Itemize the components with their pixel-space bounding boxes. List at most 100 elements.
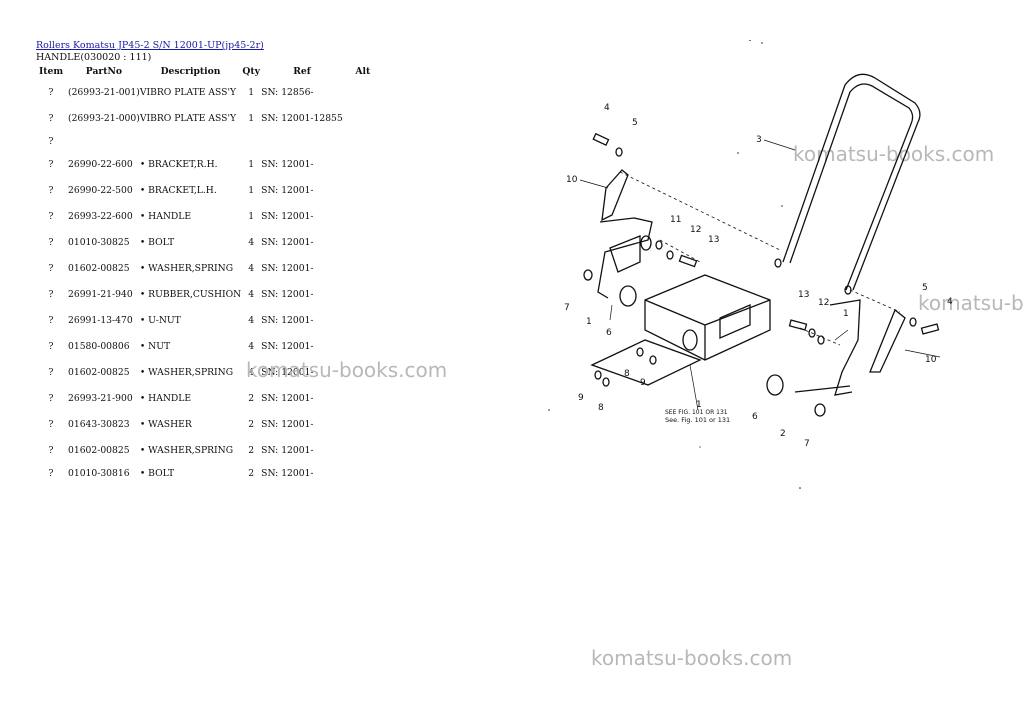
cell-ref: SN: 12001- bbox=[261, 444, 314, 456]
assembly-line bbox=[659, 239, 701, 263]
cell-description: • WASHER,SPRING bbox=[139, 444, 234, 456]
cell-alt bbox=[343, 255, 383, 281]
cell-item: ? bbox=[48, 86, 54, 98]
callout-9: 9 bbox=[640, 378, 646, 388]
cell-partno: 01010-30825 bbox=[68, 236, 130, 248]
callout-13: 13 bbox=[708, 235, 719, 245]
bolt-4-right bbox=[920, 323, 940, 335]
cell-description: • BRACKET,L.H. bbox=[139, 184, 217, 196]
header-item: Item bbox=[38, 66, 64, 77]
cell-alt bbox=[343, 203, 383, 229]
nut-9-left bbox=[594, 370, 602, 380]
cell-item: ? bbox=[48, 236, 54, 248]
cell-partno: 01643-30823 bbox=[68, 418, 130, 430]
header-ref: Ref bbox=[293, 66, 311, 77]
callout-8: 8 bbox=[624, 369, 630, 379]
cell-item: ? bbox=[48, 135, 54, 147]
cell-partno: 01602-00825 bbox=[68, 366, 130, 378]
cell-item: ? bbox=[48, 288, 54, 300]
cell-ref: SN: 12001- bbox=[261, 366, 314, 378]
washer-12-right bbox=[808, 328, 816, 338]
cell-qty: 2 bbox=[248, 418, 255, 430]
cell-partno: 01602-00825 bbox=[68, 444, 130, 456]
cell-ref: SN: 12001- bbox=[261, 467, 314, 479]
cell-description: • BOLT bbox=[139, 467, 175, 479]
washer-8-left bbox=[602, 377, 610, 387]
breadcrumb: Rollers Komatsu JP45-2 S/N 12001-UP(jp45… bbox=[36, 40, 264, 51]
cell-ref: SN: 12001- bbox=[261, 158, 314, 170]
callout-5-right: 5 bbox=[922, 283, 928, 293]
callout-1: 1 bbox=[586, 317, 592, 327]
rubber-cushion-right bbox=[766, 374, 784, 396]
u-nut-left bbox=[583, 269, 593, 281]
cell-item: ? bbox=[48, 158, 54, 170]
page-subtitle: HANDLE(030020 : 111) bbox=[36, 52, 152, 63]
washer-11 bbox=[655, 240, 663, 250]
cell-description: • U-NUT bbox=[139, 314, 181, 326]
watermark: komatsu-books.com bbox=[793, 142, 995, 166]
cell-item: ? bbox=[48, 418, 54, 430]
cell-qty: 4 bbox=[248, 236, 255, 248]
cell-ref: SN: 12001- bbox=[261, 288, 314, 300]
callout-5: 5 bbox=[632, 118, 638, 128]
breadcrumb-link[interactable]: Rollers Komatsu JP45-2 S/N 12001-UP(jp45… bbox=[36, 40, 264, 51]
watermark: komatsu-books.com bbox=[246, 358, 448, 382]
callout-1-bottom: 1 bbox=[696, 400, 702, 410]
cell-description: • WASHER,SPRING bbox=[139, 262, 234, 274]
callout-12-right: 12 bbox=[818, 298, 829, 308]
callout-9-left: 9 bbox=[578, 393, 584, 403]
cell-partno: 26990-22-600 bbox=[68, 158, 133, 170]
cell-qty: 1 bbox=[248, 86, 255, 98]
rubber-cushion-center bbox=[682, 329, 698, 351]
handle-tube-inner bbox=[789, 83, 914, 291]
cell-ref: SN: 12001-12855 bbox=[261, 112, 343, 124]
washer-spring-right bbox=[817, 335, 825, 345]
bracket-10-left bbox=[601, 169, 629, 222]
callout-12: 12 bbox=[690, 225, 701, 235]
cell-item: ? bbox=[48, 340, 54, 352]
callout-1-right: 1 bbox=[843, 309, 849, 319]
cell-alt bbox=[343, 151, 383, 177]
cell-ref: SN: 12856- bbox=[261, 86, 314, 98]
handle-tube bbox=[782, 73, 921, 291]
cell-qty: 4 bbox=[248, 366, 255, 378]
callout-6-bottom: 6 bbox=[752, 412, 758, 422]
cell-partno: 26991-13-470 bbox=[68, 314, 133, 326]
callout-8-left: 8 bbox=[598, 403, 604, 413]
cell-item: ? bbox=[48, 210, 54, 222]
cell-item: ? bbox=[48, 467, 54, 479]
cell-ref: SN: 12001- bbox=[261, 392, 314, 404]
assembly-line bbox=[619, 171, 781, 251]
cell-description: • HANDLE bbox=[139, 392, 192, 404]
cell-qty: 2 bbox=[248, 467, 255, 479]
washer-8 bbox=[649, 355, 657, 365]
cell-partno: 01580-00806 bbox=[68, 340, 130, 352]
washer-12 bbox=[666, 250, 674, 260]
cell-partno: 01010-30816 bbox=[68, 467, 130, 479]
bolt-13-left bbox=[678, 254, 698, 268]
bracket-1-left bbox=[597, 217, 653, 299]
cell-qty bbox=[241, 131, 261, 151]
bottom-plate bbox=[590, 339, 702, 386]
cell-item: ? bbox=[48, 444, 54, 456]
cell-alt bbox=[343, 463, 383, 483]
washer-5-left bbox=[615, 147, 623, 157]
callout-7: 7 bbox=[564, 303, 570, 313]
exploded-diagram: 3 4 5 10 11 12 13 1 6 7 13 12 1 5 4 10 9… bbox=[548, 40, 953, 489]
cell-qty: 4 bbox=[248, 262, 255, 274]
watermark: komatsu-books.com bbox=[591, 646, 793, 670]
cell-qty: 1 bbox=[248, 184, 255, 196]
cell-ref: SN: 12001- bbox=[261, 236, 314, 248]
cell-description: • HANDLE bbox=[139, 210, 192, 222]
nut-9 bbox=[636, 347, 644, 357]
cell-qty: 4 bbox=[248, 340, 255, 352]
callout-4-right: 4 bbox=[947, 297, 953, 307]
cell-ref bbox=[261, 131, 343, 151]
cell-alt bbox=[343, 437, 383, 463]
cell-item: ? bbox=[48, 392, 54, 404]
